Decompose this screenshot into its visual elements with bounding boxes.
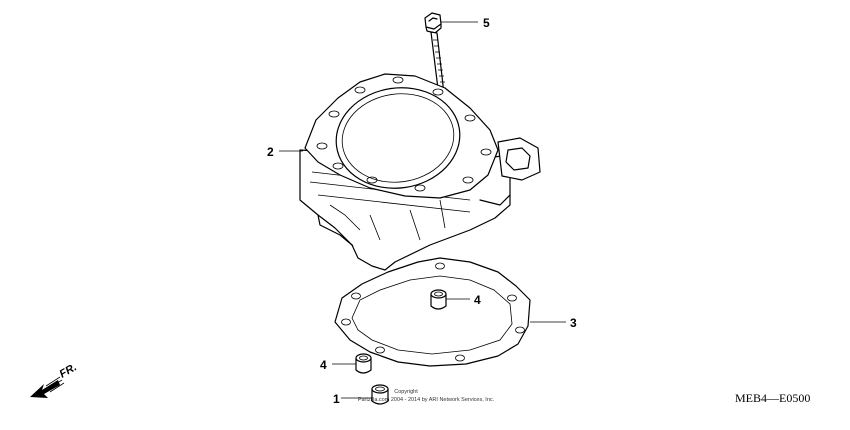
direction-label: FR.: [58, 361, 79, 380]
copyright-line-1: Copyright: [394, 389, 418, 395]
leader-lines: [279, 21, 566, 399]
dowel-pin-icon[interactable]: [430, 289, 447, 310]
copyright-line-2: Partzilla.com 2004 - 2014 by ARI Network…: [358, 397, 495, 403]
callout-4: 4: [320, 358, 327, 372]
diagram-code: MEB4—E0500: [735, 391, 810, 405]
dowel-pin-icon[interactable]: [355, 353, 372, 374]
callout-2: 2: [267, 145, 274, 159]
callout-4: 4: [474, 293, 481, 307]
cylinder-gasket-icon[interactable]: [334, 257, 531, 367]
callout-3: 3: [570, 316, 577, 330]
cylinder-icon[interactable]: [299, 73, 541, 271]
callout-1: 1: [333, 392, 340, 406]
dowel-pin-icon[interactable]: [371, 384, 389, 405]
callout-5: 5: [483, 16, 490, 30]
front-arrow-icon: [30, 376, 65, 398]
